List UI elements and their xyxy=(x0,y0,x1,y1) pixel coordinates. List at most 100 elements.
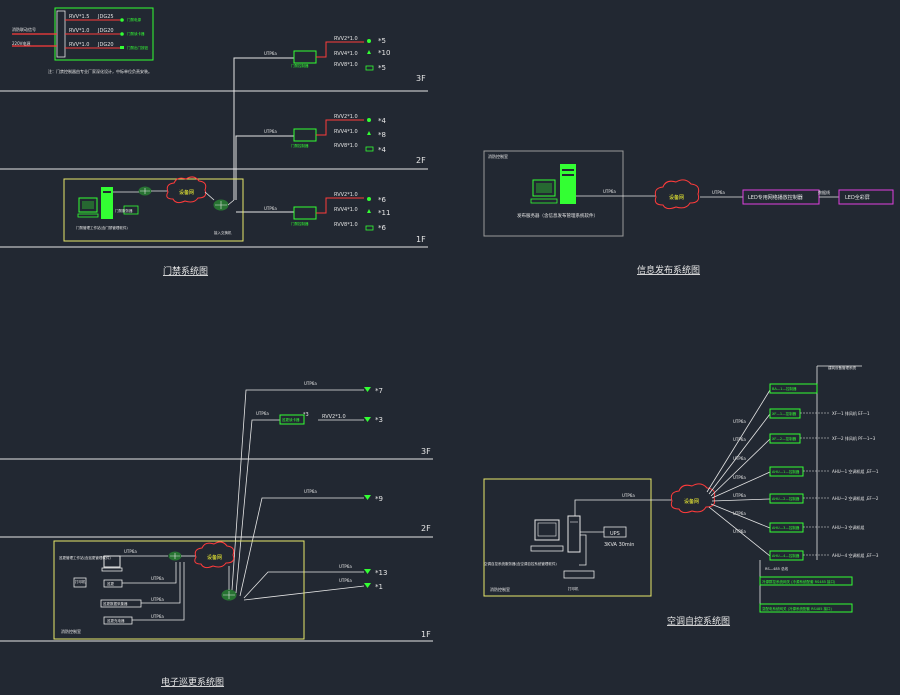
server-bay-icon xyxy=(103,191,111,193)
info-room-frame xyxy=(483,150,624,237)
access-control-room: 门禁管理工作站(含门禁管理软件) 门禁服务器 设备网 接入交换机 xyxy=(63,176,244,242)
cable-label-2: RVV4*1.0 xyxy=(334,207,358,213)
count-button: *6 xyxy=(378,224,387,232)
patrol-item-label: 巡更 xyxy=(107,581,114,586)
pc-screen-icon xyxy=(82,201,94,209)
patrol-item-box xyxy=(103,579,123,588)
legend-cable-1: RVV*1.5 xyxy=(69,14,90,20)
bas-gateway-box-1 xyxy=(759,576,853,586)
access-utp-3f: UTP6a xyxy=(264,51,277,56)
info-utp-1: UTP6a xyxy=(603,189,616,194)
patrol-riser-b xyxy=(235,419,280,594)
patrol-utp-inner-1: UTP6a xyxy=(151,576,164,581)
reader-icon xyxy=(367,131,371,135)
bas-controller-box xyxy=(769,383,818,394)
server-bay-icon xyxy=(562,174,574,176)
info-utp-2: UTP6a xyxy=(712,190,725,195)
reader-icon xyxy=(367,50,371,54)
patrol-utp-inner-2: UTP6a xyxy=(151,597,164,602)
legend-conduit-3: JDG20 xyxy=(97,42,114,48)
legend-button-icon xyxy=(120,46,124,49)
patrol-utp-3: UTP6a xyxy=(304,489,317,494)
patrol-pc-icon xyxy=(103,555,121,568)
legend-fire-label: 消防联动信号 xyxy=(12,26,36,32)
controller-label: 门禁控制器 xyxy=(291,63,309,68)
bas-controller-label: AHU—2—控制器 xyxy=(772,496,800,501)
bas-gateway-box-2 xyxy=(759,603,853,613)
bas-utp-6: UTP6a xyxy=(733,511,746,516)
bas-controller-box xyxy=(769,550,804,561)
bas-monitor-icon xyxy=(534,519,560,541)
bas-line-6 xyxy=(710,503,771,529)
server-label: 门禁服务器 xyxy=(115,208,133,213)
bas-room-frame xyxy=(483,478,652,597)
patrol-utp-inner-3: UTP6a xyxy=(151,614,164,619)
bas-controller-box xyxy=(769,466,804,477)
access-server-box xyxy=(123,205,139,215)
control-room-frame xyxy=(63,178,244,242)
info-cloud-label: 设备网 xyxy=(669,194,684,201)
controller-fanout xyxy=(316,119,364,136)
patrol-system: UTP6a UTP6a UTP6a UTP6a UTP6a 巡更读卡器 *3 R… xyxy=(53,381,387,640)
bas-right-label: 建筑设备管理系统 xyxy=(828,365,856,370)
bas-controller-5: AHU—2—控制器 AHU—2 空调机组 ,EF—2 xyxy=(769,493,879,504)
patrol-riser-c xyxy=(239,497,364,597)
access-controller-2f: 门禁控制器 RVV2*1.0 RVV4*1.0 RVV8*1.0 *4 *8 *… xyxy=(291,114,387,154)
legend-conduit-1: JDG25 xyxy=(97,14,114,20)
patrol-reader-label: 巡更读卡器 xyxy=(282,417,300,422)
bas-controller-box xyxy=(769,493,804,504)
access-note: 注：门禁控制器由专业厂家深化设计，中标单位负责安装。 xyxy=(48,68,152,74)
floor-label-1f-top: 1F xyxy=(416,235,426,244)
patrol-reader-count: *3 xyxy=(303,412,309,418)
floor-label-3f-bottom: 3F xyxy=(421,447,431,456)
controller-box xyxy=(293,206,317,220)
count-power: *5 xyxy=(378,37,386,45)
bas-controller-label: XF—1—控制器 xyxy=(772,411,797,416)
patrol-count-1: *7 xyxy=(375,387,383,395)
cloud-to-switch-line xyxy=(204,191,215,201)
core-switch-icon xyxy=(138,186,152,196)
patrol-utp-1: UTP6a xyxy=(304,381,317,386)
bas-target: AHU—3 空调机组 xyxy=(832,524,865,530)
cable-label-3: RVV8*1.0 xyxy=(334,222,358,228)
floor-label-2f-top: 2F xyxy=(416,156,426,165)
access-switch-icon xyxy=(213,199,229,211)
legend-target-1: 门禁电源 xyxy=(127,17,141,22)
bas-controller-label: XF—2—控制器 xyxy=(772,436,797,441)
bas-line-2 xyxy=(708,413,771,495)
switch-label: 接入交换机 xyxy=(214,230,232,235)
info-title: 信息发布系统图 xyxy=(637,264,700,276)
access-controller-1f: 门禁控制器 RVV2*1.0 RVV4*1.0 RVV8*1.0 *6 *11 … xyxy=(291,192,390,232)
reader-icon xyxy=(367,209,371,213)
bas-pc-label: 空调自控系统服务器(含空调自控系统管理软件) xyxy=(484,561,557,566)
patrol-point-icon xyxy=(364,495,371,500)
bas-utp-4: UTP6a xyxy=(733,475,746,480)
access-utp-2f: UTP6a xyxy=(264,129,277,134)
patrol-room-label: 消防控制室 xyxy=(61,628,81,634)
bas-cloud-label: 设备网 xyxy=(684,498,699,505)
patrol-item-line xyxy=(122,562,177,584)
patrol-endpoints xyxy=(364,387,371,588)
access-riser-2f xyxy=(235,135,294,200)
bas-controller-label: AHU—3—控制器 xyxy=(772,525,800,530)
cloud-label: 设备网 xyxy=(179,189,194,196)
patrol-utp-5: UTP6a xyxy=(339,578,352,583)
bas-gateway-label-2: 变配电系统网关 (冷源系统配套 RS485 接口) xyxy=(762,606,833,611)
power-icon xyxy=(367,118,371,122)
power-icon xyxy=(367,39,371,43)
legend-cable-2: RVV*1.0 xyxy=(69,28,90,34)
controller-label: 门禁控制器 xyxy=(291,221,309,226)
bas-line-1 xyxy=(706,389,771,493)
button-icon xyxy=(365,146,374,152)
patrol-printer-label: 打印机 xyxy=(75,579,86,584)
patrol-reader-box xyxy=(279,414,305,425)
bas-printer-label: 打印机 xyxy=(568,586,579,591)
bas-utp-7: UTP6a xyxy=(733,529,746,534)
bas-controller-label: AHU—1—控制器 xyxy=(772,469,800,474)
bas-ups-label: UPS xyxy=(610,531,620,537)
patrol-room-frame xyxy=(53,540,305,640)
pc-keyboard-icon xyxy=(530,198,558,204)
patrol-collector-line xyxy=(141,562,181,604)
patrol-title: 电子巡更系统图 xyxy=(161,676,224,688)
access-riser-3f xyxy=(233,57,294,200)
